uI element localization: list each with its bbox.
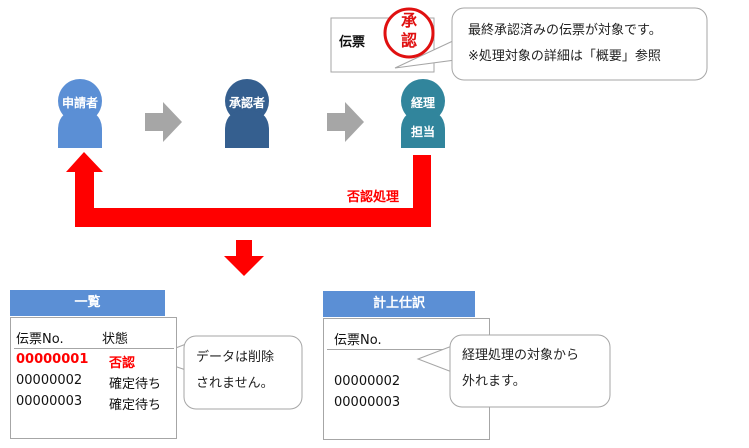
table-row[interactable]: 00000003 (334, 395, 401, 410)
header-no: 伝票No. (16, 332, 64, 347)
reject-arrow (66, 152, 431, 227)
reject-label: 否認処理 (347, 190, 400, 205)
applicant-person-icon (58, 79, 102, 148)
callout-line: 最終承認済みの伝票が対象です。 (468, 23, 662, 38)
stamp-text: 承 認 (399, 11, 419, 51)
journal-panel-title: 計上仕訳 (323, 291, 475, 317)
accounting-person-icon (401, 79, 445, 148)
flow-arrow-2 (327, 102, 364, 142)
top-callout-text: 最終承認済みの伝票が対象です。 ※処理対象の詳細は「概要」参照 (468, 18, 662, 70)
callout-line: データは削除 (196, 350, 275, 365)
callout-line: 経理処理の対象から (462, 348, 580, 363)
row-status: 確定待ち (109, 377, 162, 392)
row-no: 00000001 (16, 352, 89, 367)
list-panel-title: 一覧 (10, 290, 165, 316)
top-callout (451, 7, 708, 81)
header-no: 伝票No. (334, 333, 382, 348)
table-row[interactable]: 00000002 (334, 374, 401, 389)
table-row[interactable]: 00000003 確定待ち (16, 394, 161, 413)
table-row[interactable]: 00000001 否認 (16, 352, 135, 371)
header-status: 状態 (102, 332, 129, 347)
approval-stamp (383, 7, 435, 59)
list-callout (183, 335, 303, 410)
row-status: 確定待ち (109, 398, 162, 413)
list-panel: 伝票No. 状態 00000001 否認 00000002 確定待ち 00000… (10, 317, 177, 439)
stamp-char-2: 認 (400, 31, 417, 50)
accounting-label-1: 経理 (410, 96, 435, 110)
callout-line: ※処理対象の詳細は「概要」参照 (468, 49, 661, 64)
voucher-label: 伝票 (339, 35, 366, 50)
down-arrow (224, 240, 264, 276)
approver-person-icon (225, 79, 269, 148)
approver-label: 承認者 (228, 96, 265, 110)
accounting-label-2: 担当 (410, 125, 435, 139)
list-callout-text: データは削除 されません。 (196, 345, 274, 397)
row-no: 00000003 (16, 394, 83, 409)
row-no: 00000002 (16, 373, 83, 388)
journal-callout-text: 経理処理の対象から 外れます。 (462, 343, 579, 395)
callout-line: されません。 (196, 376, 274, 391)
journal-callout (449, 334, 611, 408)
callout-line: 外れます。 (462, 374, 526, 389)
table-row[interactable]: 00000002 確定待ち (16, 373, 161, 392)
row-status: 否認 (109, 356, 136, 371)
flow-arrow-1 (145, 102, 182, 142)
applicant-label: 申請者 (61, 96, 98, 110)
stamp-char-1: 承 (400, 11, 417, 30)
